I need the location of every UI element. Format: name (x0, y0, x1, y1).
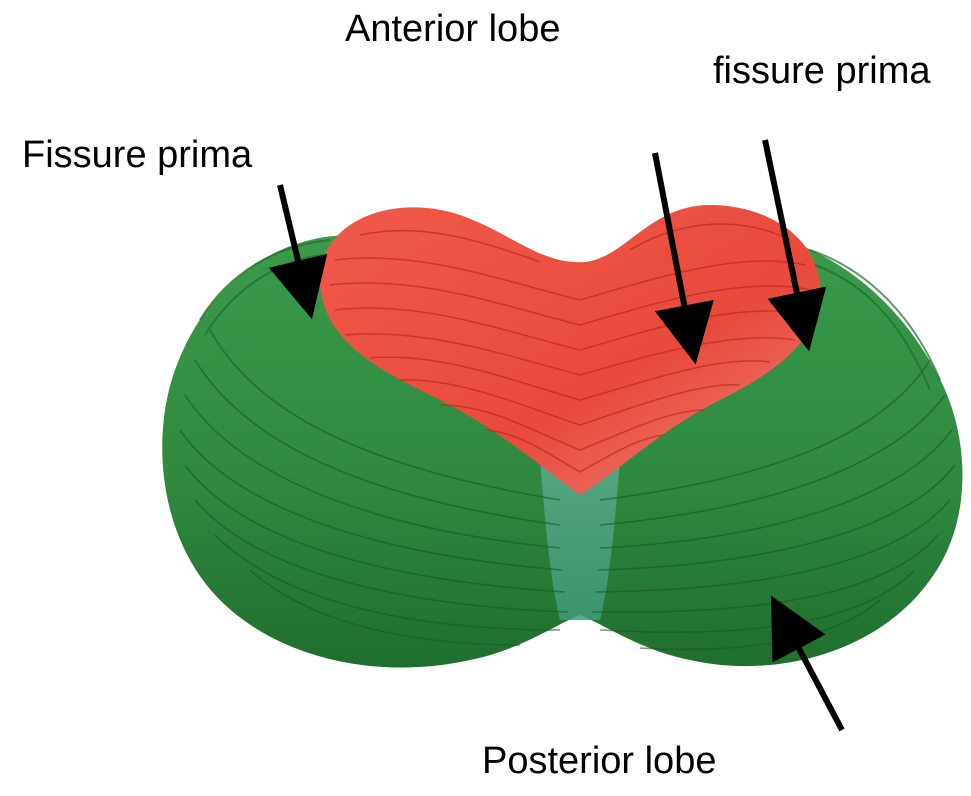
anterior-lobe-label: Anterior lobe (345, 10, 560, 48)
fissure-prima-right-label: fissure prima (713, 52, 931, 90)
posterior-lobe-label: Posterior lobe (482, 742, 716, 780)
fissure-prima-left-label: Fissure prima (22, 136, 252, 174)
